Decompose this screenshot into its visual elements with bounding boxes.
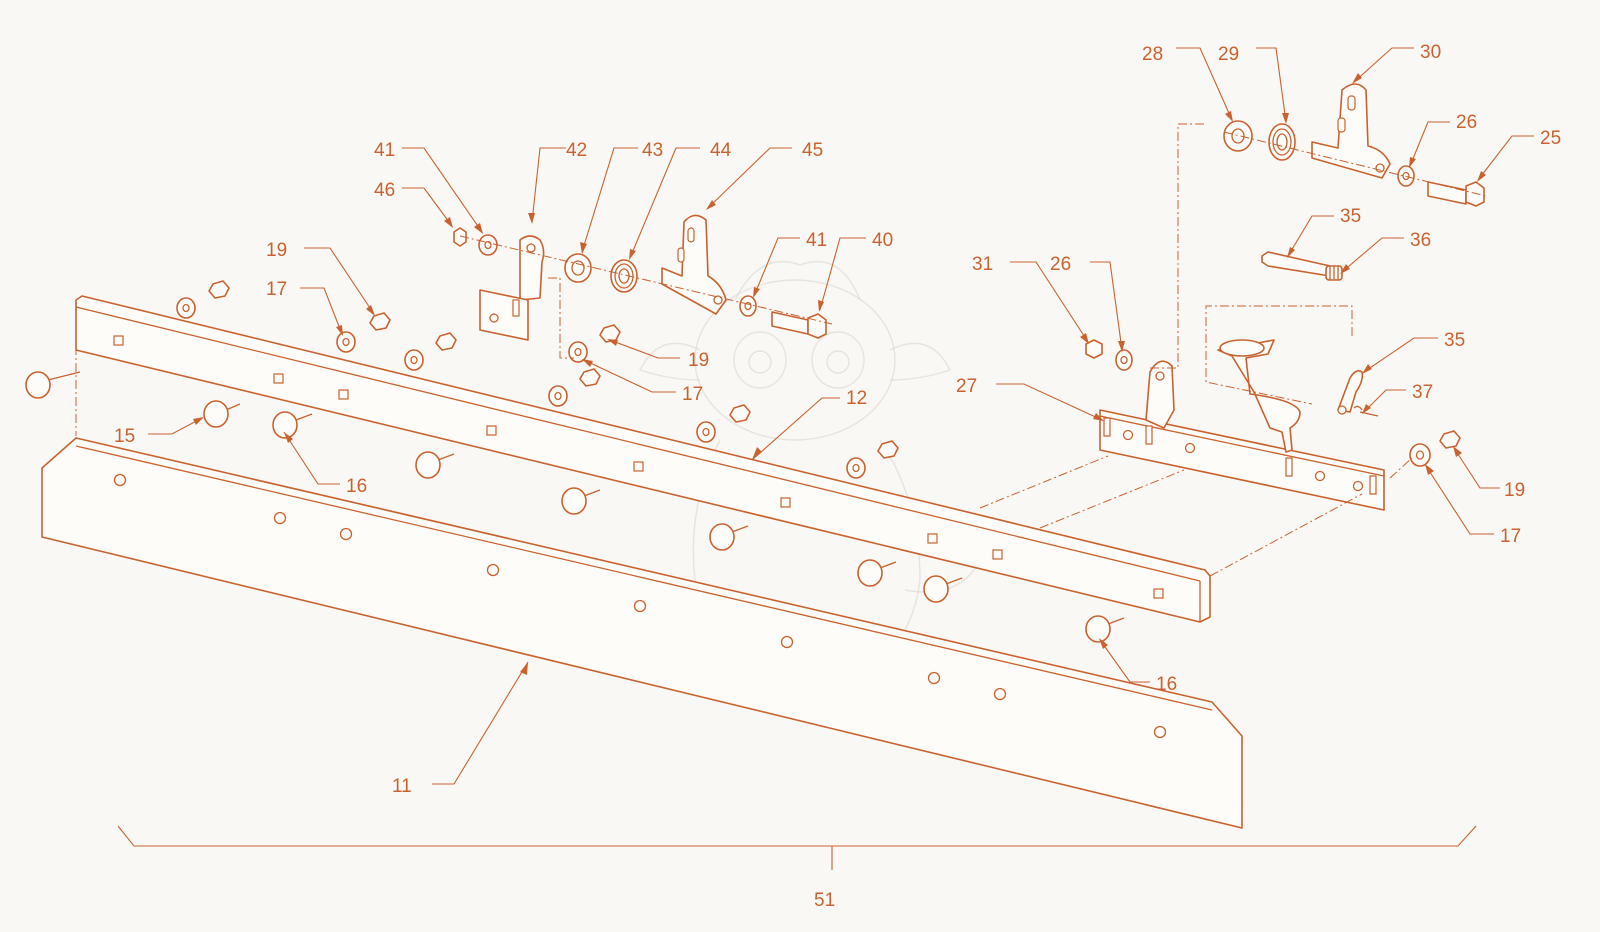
callout-30: 30 bbox=[1420, 42, 1441, 63]
carriage-bolt bbox=[25, 371, 81, 399]
carriage-bolt bbox=[561, 487, 601, 515]
callout-19-right: 19 bbox=[1504, 480, 1525, 501]
pin-and-clip bbox=[1261, 251, 1379, 417]
upper-right-hardware bbox=[1223, 83, 1487, 207]
callout-42: 42 bbox=[566, 140, 587, 161]
callout-26-lower: 26 bbox=[1050, 254, 1071, 275]
carriage-bolt bbox=[923, 575, 963, 603]
callout-27: 27 bbox=[956, 376, 977, 397]
callout-40: 40 bbox=[872, 230, 893, 251]
carriage-bolt bbox=[415, 451, 455, 479]
callout-45: 45 bbox=[802, 140, 823, 161]
callout-19-mid: 19 bbox=[688, 350, 709, 371]
callout-35-lower: 35 bbox=[1444, 330, 1465, 351]
carriage-bolts bbox=[25, 371, 1125, 643]
callout-11: 11 bbox=[392, 776, 412, 797]
carriage-bolt bbox=[1085, 615, 1125, 643]
carriage-bolt bbox=[272, 411, 313, 439]
left-bracket-assembly bbox=[453, 214, 833, 359]
carriage-bolt bbox=[857, 559, 897, 587]
callout-26-top: 26 bbox=[1456, 112, 1477, 133]
leader-lines bbox=[117, 47, 1534, 870]
carriage-bolt bbox=[709, 523, 749, 551]
callout-51: 51 bbox=[814, 890, 835, 911]
callout-29: 29 bbox=[1218, 44, 1239, 65]
callout-17-left: 17 bbox=[266, 279, 287, 300]
strip-part-12 bbox=[75, 295, 1211, 623]
callout-17-right: 17 bbox=[1500, 526, 1521, 547]
callout-44: 44 bbox=[710, 140, 732, 161]
callout-labels: 11 12 15 16 16 17 19 19 17 19 17 25 26 2… bbox=[114, 42, 1561, 911]
alignment-lines bbox=[75, 346, 1413, 577]
callout-25: 25 bbox=[1540, 128, 1561, 149]
carriage-bolt bbox=[203, 400, 241, 428]
callout-35-top: 35 bbox=[1340, 206, 1361, 227]
callout-41-right: 41 bbox=[806, 230, 827, 251]
spring-part-29 bbox=[1268, 123, 1296, 161]
callout-43: 43 bbox=[642, 140, 663, 161]
callout-41-left: 41 bbox=[374, 140, 395, 161]
strip-square-holes bbox=[113, 335, 1164, 599]
callout-46: 46 bbox=[374, 180, 395, 201]
callout-17-mid: 17 bbox=[682, 384, 703, 405]
callout-28: 28 bbox=[1142, 44, 1163, 65]
washers-and-nuts-row bbox=[176, 280, 1461, 479]
callout-19-left: 19 bbox=[266, 240, 287, 261]
callout-16-left: 16 bbox=[346, 476, 367, 497]
callout-36: 36 bbox=[1410, 230, 1431, 251]
right-bracket-part-27 bbox=[1085, 123, 1385, 511]
callout-31: 31 bbox=[972, 254, 993, 275]
callout-37: 37 bbox=[1412, 382, 1433, 403]
blade-part-11 bbox=[41, 437, 1243, 829]
spring-part-43 bbox=[610, 259, 638, 293]
callout-16-right: 16 bbox=[1156, 674, 1177, 695]
callout-15: 15 bbox=[114, 426, 135, 447]
callout-12: 12 bbox=[846, 388, 867, 409]
